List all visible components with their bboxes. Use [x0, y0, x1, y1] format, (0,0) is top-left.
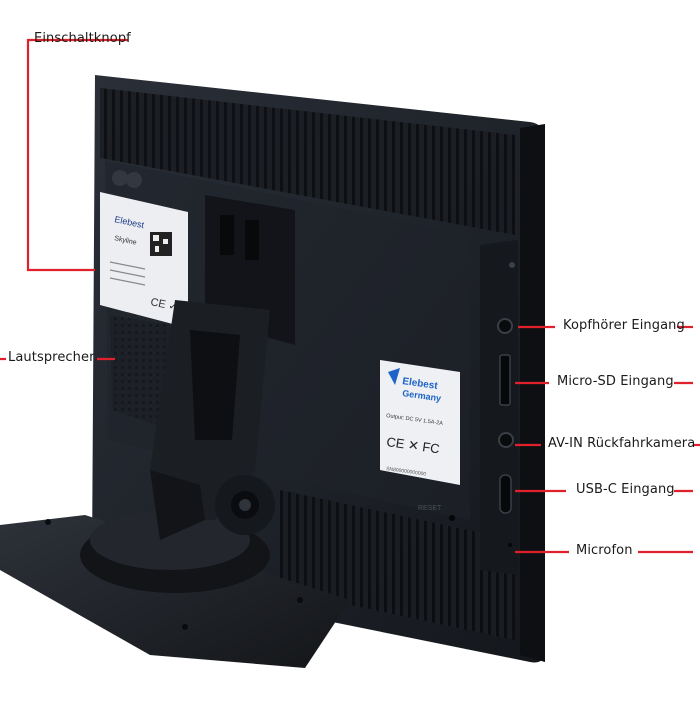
- power-button: [509, 262, 515, 268]
- headphone-jack: [497, 318, 513, 334]
- label-usb-c: USB-C Eingang: [576, 482, 675, 497]
- label-speaker: Lautsprecher: [8, 350, 95, 365]
- reset-text: RESET: [418, 505, 442, 512]
- label-micro-sd: Micro-SD Eingang: [557, 374, 674, 389]
- micro-sd-slot: [499, 354, 511, 406]
- sticker-right-serial: SN800000000000: [386, 466, 427, 478]
- label-microphone: Microfon: [576, 543, 633, 558]
- reset-hole: [449, 515, 455, 521]
- stand-base: [0, 510, 350, 668]
- svg-text:CE ✕ FC: CE ✕ FC: [386, 434, 441, 456]
- sticker-right: Elebest Germany Output: DC 5V 1.5A-2A CE…: [380, 360, 460, 485]
- stand-arm: [150, 300, 275, 540]
- usb-c-port: [499, 474, 512, 514]
- av-in-jack: [498, 432, 514, 448]
- callout-lines: [0, 38, 700, 554]
- label-headphone: Kopfhörer Eingang: [563, 318, 685, 333]
- sticker-left: Elebest Skyline CE ✓: [100, 192, 188, 328]
- power-leader: [26, 38, 128, 272]
- label-power-button: Einschaltknopf: [34, 31, 131, 46]
- label-av-in: AV-IN Rückfahrkamera: [548, 436, 696, 451]
- sticker-right-brand: Elebest: [402, 376, 439, 392]
- microphone-hole: [508, 543, 512, 547]
- svg-text:CE ✓: CE ✓: [149, 296, 178, 313]
- sticker-left-line: Skyline: [114, 235, 138, 247]
